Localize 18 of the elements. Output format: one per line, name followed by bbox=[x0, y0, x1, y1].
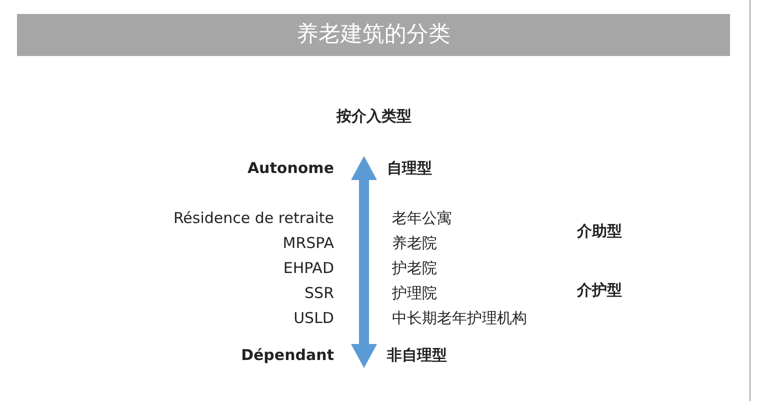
facility-label: 老年公寓 bbox=[392, 208, 452, 228]
scale-end-label: 自理型 bbox=[387, 158, 432, 178]
facility-label: EHPAD bbox=[283, 258, 334, 278]
facility-label: 中长期老年护理机构 bbox=[392, 308, 527, 328]
facility-label: 护老院 bbox=[392, 258, 437, 278]
title-banner: 养老建筑的分类 bbox=[17, 14, 730, 56]
facility-label: MRSPA bbox=[282, 233, 334, 253]
scale-end-label: Dépendant bbox=[241, 345, 334, 365]
facility-label: SSR bbox=[304, 283, 334, 303]
scale-end-label: Autonome bbox=[247, 158, 334, 178]
facility-label: 护理院 bbox=[392, 283, 437, 303]
facility-label: 养老院 bbox=[392, 233, 437, 253]
scale-end-label: 非自理型 bbox=[387, 345, 447, 365]
group-label: 介助型 bbox=[577, 221, 622, 241]
scale-heading: 按介入类型 bbox=[336, 106, 412, 126]
group-label: 介护型 bbox=[577, 280, 622, 300]
facility-label: Résidence de retraite bbox=[173, 208, 334, 228]
facility-label: USLD bbox=[294, 308, 334, 328]
